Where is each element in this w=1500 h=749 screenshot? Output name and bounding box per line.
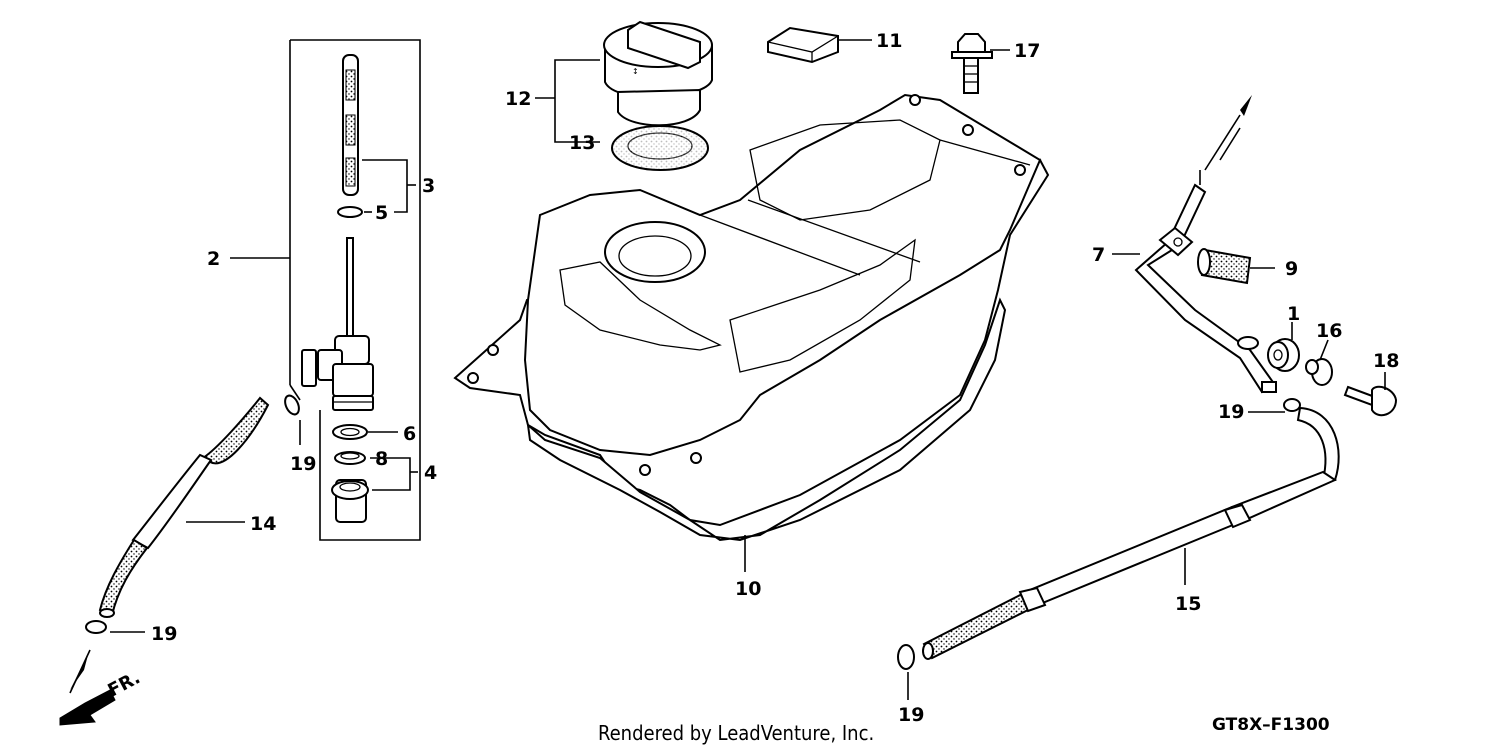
callout-13: 13 [569, 132, 595, 154]
callout-19-tube-end: 19 [151, 623, 177, 645]
flange-bolt [951, 33, 993, 94]
callout-2: 2 [207, 248, 220, 270]
diagram-code: GT8X–F1300 [1212, 715, 1330, 735]
fuel-cap-gasket [611, 125, 709, 171]
hose-clip [85, 620, 145, 634]
callout-15: 15 [1175, 593, 1201, 615]
fuel-cock-assembly [230, 39, 421, 541]
callout-9: 9 [1285, 258, 1298, 280]
front-direction-arrow: FR. [59, 649, 144, 726]
callout-6: 6 [403, 423, 416, 445]
collar [1305, 358, 1333, 386]
o-ring [337, 206, 363, 218]
fuel-tube-14 [98, 396, 270, 618]
callout-16: 16 [1316, 320, 1342, 342]
callout-numbers: 1 2 3 4 5 6 7 8 9 10 11 12 13 14 15 16 1… [151, 30, 1399, 726]
callout-3: 3 [422, 175, 435, 197]
vent-tube-15 [922, 406, 1340, 660]
callout-14: 14 [250, 513, 276, 535]
fuel-tank [453, 93, 1050, 572]
fuel-cock-valve [301, 237, 374, 411]
callout-12: 12 [505, 88, 531, 110]
callout-19-vent: 19 [898, 704, 924, 726]
callout-17: 17 [1014, 40, 1040, 62]
callout-1: 1 [1287, 303, 1300, 325]
o-ring-8 [334, 451, 366, 465]
hose-clip [897, 644, 915, 700]
callout-11: 11 [876, 30, 902, 52]
hose-clip [1248, 398, 1301, 413]
protector-tube [1197, 248, 1252, 285]
svg-text:↕: ↕ [632, 67, 639, 76]
callout-19-fuel-cock: 19 [290, 453, 316, 475]
gasket-6 [332, 424, 368, 440]
fuel-cap: ↕ [603, 20, 713, 127]
callout-19-breather: 19 [1218, 401, 1244, 423]
strainer-screen [342, 54, 359, 196]
assembly-bracket [290, 39, 421, 541]
callout-7: 7 [1092, 244, 1105, 266]
hose-clip [284, 394, 301, 445]
breather-pipe [1134, 95, 1277, 394]
rubber-pad [767, 26, 839, 64]
render-credit: Rendered by LeadVenture, Inc. [598, 721, 874, 745]
callout-10: 10 [735, 578, 761, 600]
callout-8: 8 [375, 448, 388, 470]
callout-4: 4 [424, 462, 437, 484]
callout-18: 18 [1373, 350, 1399, 372]
fuel-cup [331, 479, 369, 523]
callout-5: 5 [375, 202, 388, 224]
filler-neck [604, 221, 706, 283]
mounting-bolt [1343, 385, 1398, 417]
grommet [1267, 338, 1300, 372]
